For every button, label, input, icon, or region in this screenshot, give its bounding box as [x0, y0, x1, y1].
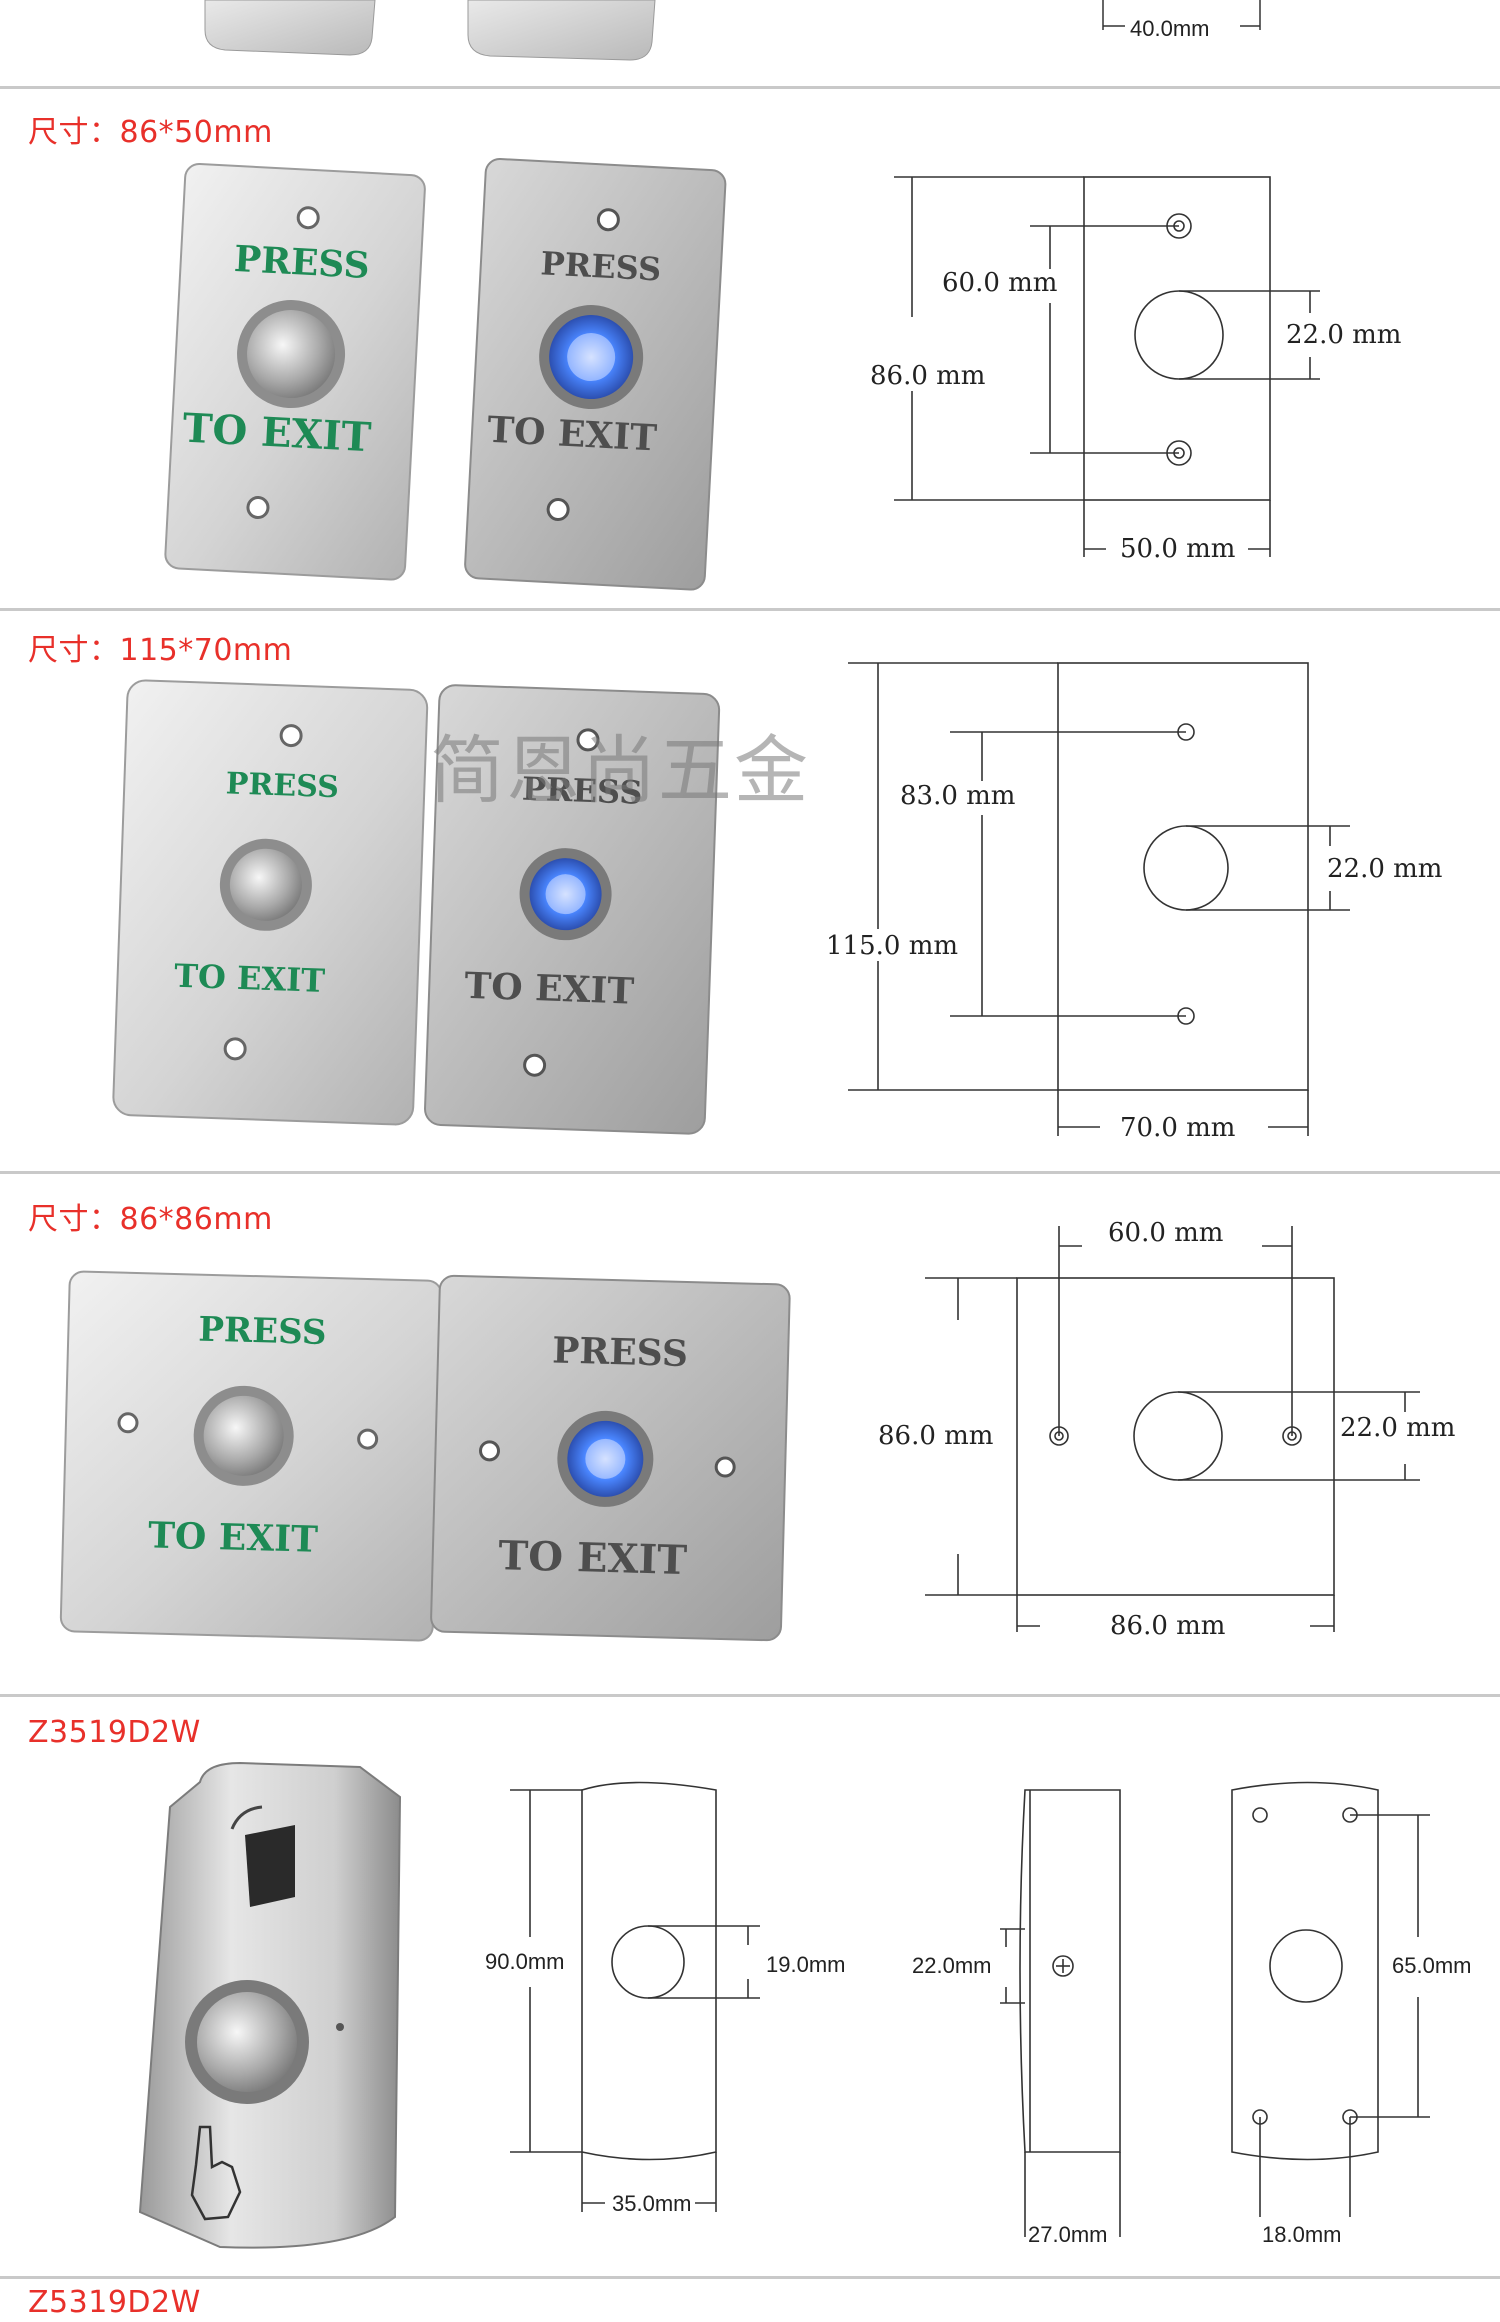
plate-led: PRESS TO EXIT	[464, 157, 727, 591]
dim-width-label: 70.0 mm	[1120, 1113, 1235, 1143]
door-symbol-icon	[245, 1825, 295, 1907]
hand-icon	[190, 2125, 242, 2221]
dim-height-label: 86.0 mm	[878, 1421, 993, 1451]
section-divider	[0, 608, 1500, 611]
section-86x86: 尺寸：86*86mm PRESS TO EXIT PRESS	[0, 1174, 1500, 1694]
dimension-drawing	[894, 176, 1320, 557]
exit-button-housing-photo	[138, 1761, 402, 2249]
plate-led: PRESS TO EXIT	[424, 684, 721, 1135]
dim-button-diameter-label: 22.0 mm	[1286, 320, 1401, 350]
dimension-drawing	[925, 1226, 1420, 1632]
push-button	[203, 1395, 284, 1476]
push-button	[229, 848, 302, 921]
front-height-label: 90.0mm	[485, 1949, 564, 1974]
section-divider	[0, 1171, 1500, 1174]
arrow-icon	[230, 1805, 263, 1830]
section-graphic: PRESS TO EXIT PRESS TO EXIT	[59, 1218, 1455, 1642]
plate-press-text: PRESS	[233, 238, 371, 287]
section-86x50: 尺寸：86*50mm PRESS	[0, 89, 1500, 609]
dim-height-label: 86.0 mm	[870, 361, 985, 391]
section-divider	[0, 2276, 1500, 2279]
side-view-drawing	[1000, 1789, 1121, 2237]
side-height-label: 22.0mm	[912, 1953, 991, 1978]
back-view-drawing	[1231, 1781, 1430, 2217]
plate-press-text: PRESS	[552, 1329, 689, 1375]
plate-standard: PRESS TO EXIT	[112, 679, 429, 1126]
section-previous: 40.0mm	[0, 0, 1500, 88]
back-hole-width-label: 18.0mm	[1262, 2222, 1341, 2247]
section-115x70: 尺寸：115*70mm PRESS TO EXIT PRESS TO EXI	[0, 611, 1500, 1171]
plate-led: PRESS TO EXIT	[430, 1274, 791, 1642]
plate-exit-text: TO EXIT	[174, 957, 326, 1000]
section-graphic: PRESS TO EXIT PRESS TO EXIT	[112, 662, 1442, 1143]
plate-standard: PRESS TO EXIT	[59, 1270, 443, 1642]
back-hole-spacing-label: 65.0mm	[1392, 1953, 1471, 1978]
plate-exit-text: TO EXIT	[486, 409, 658, 460]
section-title: Z3519D2W	[28, 1715, 201, 1750]
dim-button-diameter-label: 22.0 mm	[1340, 1413, 1455, 1443]
section-z5319d2w: Z5319D2W	[0, 2279, 1500, 2322]
dim-hole-spacing-label: 83.0 mm	[900, 781, 1015, 811]
dim-button-diameter-label: 22.0 mm	[1327, 854, 1442, 884]
previous-partial-graphic: 40.0mm	[204, 0, 1261, 61]
front-button-label: 19.0mm	[766, 1952, 845, 1977]
plate-press-text: PRESS	[540, 244, 662, 288]
front-view-drawing	[510, 1781, 760, 2212]
dim-hole-spacing-label: 60.0 mm	[942, 268, 1057, 298]
plate-press-text: PRESS	[198, 1310, 327, 1353]
plate-press-text: PRESS	[225, 766, 339, 805]
dim-width-label: 40.0mm	[1130, 16, 1209, 41]
side-depth-label: 27.0mm	[1028, 2222, 1107, 2247]
dimension-drawing	[848, 662, 1350, 1136]
section-divider	[0, 86, 1500, 89]
section-title: 尺寸：86*86mm	[28, 1202, 273, 1237]
push-button	[247, 310, 336, 399]
front-width-label: 35.0mm	[612, 2191, 691, 2216]
section-title: Z5319D2W	[28, 2285, 201, 2320]
section-title: 尺寸：115*70mm	[28, 633, 293, 668]
plate-exit-text: TO EXIT	[182, 404, 373, 461]
section-title: 尺寸：86*50mm	[28, 115, 273, 150]
section-z3519d2w: Z3519D2W	[0, 1697, 1500, 2277]
dim-hole-spacing-label: 60.0 mm	[1108, 1218, 1223, 1248]
plate-exit-text: TO EXIT	[498, 1532, 688, 1584]
section-divider	[0, 1694, 1500, 1697]
plate-standard: PRESS TO EXIT	[164, 162, 426, 581]
dim-width-label: 86.0 mm	[1110, 1611, 1225, 1641]
dim-height-label: 115.0 mm	[826, 931, 958, 961]
section-graphic: 90.0mm 19.0mm 35.0mm 22.0mm 27.0mm	[138, 1761, 1471, 2249]
push-button	[197, 1992, 297, 2092]
section-graphic: PRESS TO EXIT PRESS TO EXIT	[164, 157, 1401, 591]
plate-exit-text: TO EXIT	[464, 965, 635, 1013]
dim-width-label: 50.0 mm	[1120, 534, 1235, 564]
plate-press-text: PRESS	[521, 770, 643, 812]
plate-exit-text: TO EXIT	[148, 1514, 319, 1560]
